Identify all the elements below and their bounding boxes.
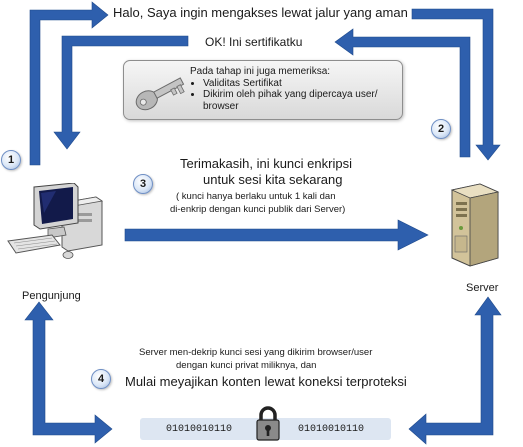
arrow-request-down	[411, 8, 501, 161]
encrypted-bits-left: 01010010110	[166, 424, 233, 435]
padlock-icon	[256, 406, 280, 441]
request-message: Halo, Saya ingin mengakses lewat jalur y…	[113, 5, 408, 20]
certificate-message: OK! Ini sertifikatku	[205, 35, 303, 49]
arrow-certificate-down	[53, 35, 189, 150]
step-3-marker: 3	[133, 174, 153, 194]
step-1-marker: 1	[1, 150, 21, 170]
decrypt-line-2: dengan kunci privat miliknya, dan	[176, 360, 317, 371]
arrow-client-up	[24, 301, 113, 444]
desktop-computer-icon	[7, 183, 104, 259]
server-label: Server	[466, 282, 499, 294]
info-item: Validitas Sertifikat	[203, 78, 403, 90]
client-label: Pengunjung	[22, 290, 81, 302]
encrypted-bits-right: 01010010110	[298, 424, 365, 435]
arrow-server-up	[408, 296, 502, 445]
info-list: Validitas Sertifikat Dikirim oleh pihak …	[190, 78, 403, 113]
arrow-certificate	[334, 28, 471, 158]
info-heading: Pada tahap ini juga memeriksa:	[190, 66, 331, 77]
session-key-line-1: Terimakasih, ini kunci enkripsi	[180, 156, 352, 171]
arrow-request	[29, 1, 109, 166]
certificate-check-box: Pada tahap ini juga memeriksa: Validitas…	[123, 60, 403, 120]
key-icon	[135, 77, 185, 111]
info-item: Dikirim oleh pihak yang dipercaya user/ …	[203, 89, 403, 112]
session-key-line-2: untuk sesi kita sekarang	[203, 172, 343, 187]
step-4-marker: 4	[91, 369, 111, 389]
decrypt-line-1: Server men-dekrip kunci sesi yang dikiri…	[139, 347, 373, 358]
certificate-check-text: Pada tahap ini juga memeriksa: Validitas…	[190, 66, 403, 112]
arrow-session-key	[124, 219, 429, 251]
secure-connection-message: Mulai meyajikan konten lewat koneksi ter…	[125, 374, 407, 389]
session-key-note-2: di-enkrip dengan kunci publik dari Serve…	[170, 204, 346, 215]
server-tower-icon	[450, 183, 500, 267]
step-2-marker: 2	[431, 119, 451, 139]
session-key-note-1: ( kunci hanya berlaku untuk 1 kali dan	[176, 191, 336, 202]
